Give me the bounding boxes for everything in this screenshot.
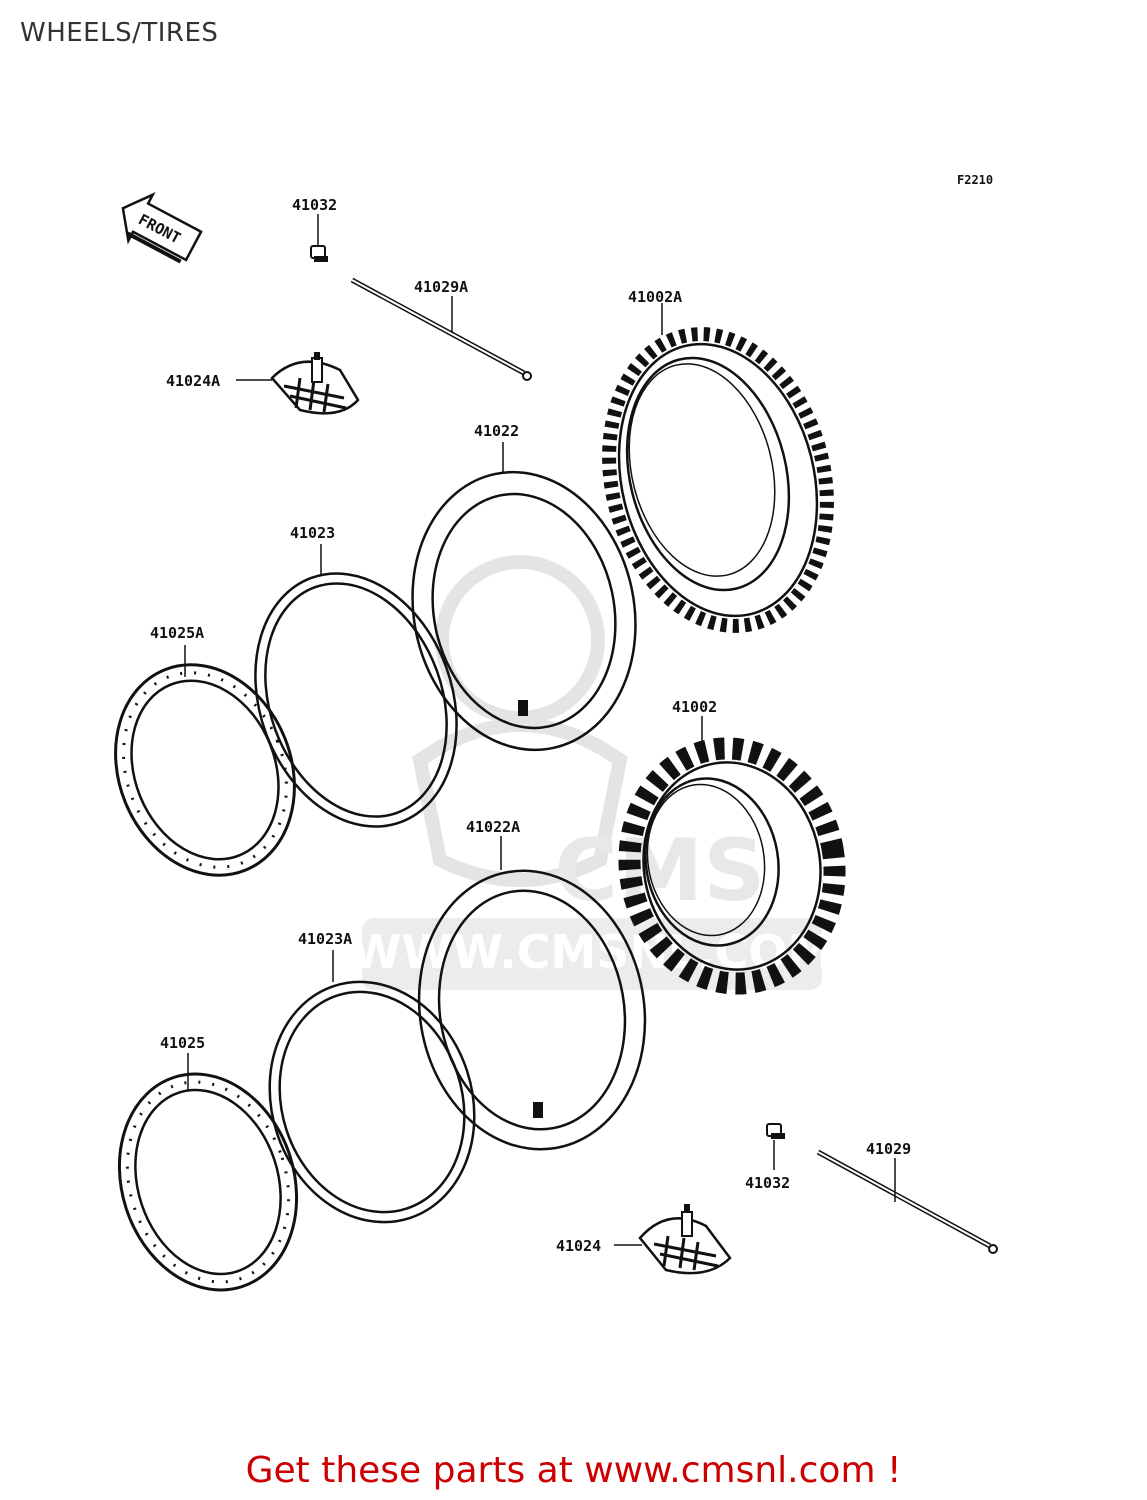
front-arrow-icon: FRONT (121, 192, 203, 264)
tube-valve-icon (533, 1102, 543, 1118)
watermark-logo-head (435, 555, 605, 725)
watermark-url-text: WWW.CMSNL.COM (351, 925, 834, 979)
part-41023: 41023 (254, 524, 458, 828)
rim-spoke-holes (122, 671, 288, 869)
cta-link[interactable]: Get these parts at www.cmsnl.com ! (245, 1450, 902, 1491)
figure-code: F2210 (957, 173, 993, 187)
part-label: 41032 (292, 196, 337, 214)
part-label: 41029A (414, 278, 468, 296)
part-41032-bottom: 41032 (745, 1123, 790, 1192)
part-41023A: 41023A (268, 930, 476, 1224)
part-label: 41022 (474, 422, 519, 440)
rim-spoke-holes (125, 1080, 291, 1284)
part-label: 41002 (672, 698, 717, 716)
part-label: 41032 (745, 1174, 790, 1192)
part-41002: 41002 (618, 698, 846, 995)
part-label: 41023A (298, 930, 352, 948)
page-title: WHEELS/TIRES (20, 18, 219, 48)
part-41025A: 41025A (114, 624, 296, 877)
tube-valve-icon (518, 700, 528, 716)
watermark-logo-text: CMS (555, 821, 766, 921)
tire-tread (602, 327, 834, 633)
part-label: 41022A (466, 818, 520, 836)
part-41029: 41029 (816, 1140, 998, 1254)
part-41022: 41022 (411, 422, 637, 752)
part-41029A: 41029A (350, 277, 532, 381)
part-41002A: 41002A (602, 288, 834, 633)
tire-tread (618, 737, 846, 995)
part-label: 41024A (166, 372, 220, 390)
watermark-logo-body (412, 718, 628, 887)
part-label: 41025 (160, 1034, 205, 1052)
part-41025: 41025 (117, 1034, 299, 1292)
part-41032-top: 41032 (292, 196, 337, 262)
parts-diagram: CMS WWW.CMSNL.COM F2210 FRONT 41032 4102… (114, 173, 998, 1292)
rim-lock-icon (270, 360, 360, 415)
part-41024A: 41024A (166, 352, 360, 415)
part-label: 41023 (290, 524, 335, 542)
part-label: 41025A (150, 624, 204, 642)
part-41024: 41024 (556, 1204, 732, 1275)
rim-lock-icon (638, 1217, 732, 1275)
part-label: 41024 (556, 1237, 601, 1255)
part-label: 41029 (866, 1140, 911, 1158)
part-label: 41002A (628, 288, 682, 306)
part-41022A: 41022A (417, 818, 647, 1151)
